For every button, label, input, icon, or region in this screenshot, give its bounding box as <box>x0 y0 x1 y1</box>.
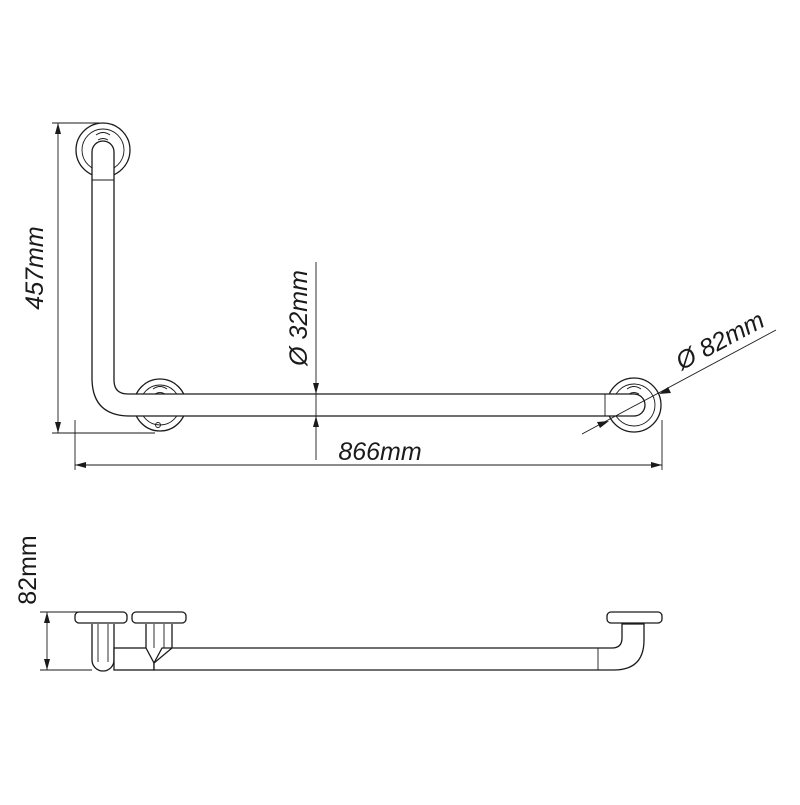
top-view: 457mm Ø 32mm Ø 82mm 866mm <box>21 122 777 470</box>
label-projection: 82mm <box>14 535 42 604</box>
dimension-length: 866mm <box>74 420 663 470</box>
side-flange-left <box>74 611 128 624</box>
label-tube-diameter: Ø 32mm <box>285 270 313 367</box>
label-length: 866mm <box>338 438 421 466</box>
label-height: 457mm <box>21 226 49 309</box>
dimension-projection: 82mm <box>14 535 92 671</box>
dimension-height: 457mm <box>21 122 155 434</box>
dimension-tube-diameter: Ø 32mm <box>285 262 319 460</box>
side-flange-middle <box>131 611 187 624</box>
side-tube <box>153 623 645 671</box>
side-view: 82mm <box>14 535 663 672</box>
side-flange-right <box>606 611 663 624</box>
grab-bar-tube <box>91 140 646 417</box>
